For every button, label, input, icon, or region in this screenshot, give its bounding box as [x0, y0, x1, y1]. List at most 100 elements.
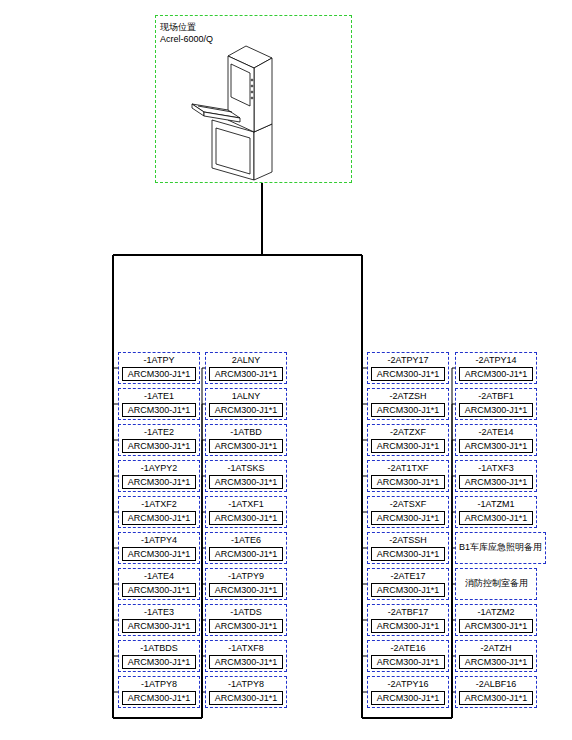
circuit-name: -2ATSXF — [371, 499, 445, 510]
circuit-name: -2ATBF17 — [371, 607, 445, 618]
bus-connector — [262, 183, 455, 718]
meter-box: -2AT1TXFARCM300-J1*1 — [367, 460, 449, 492]
circuit-name: -1ATE2 — [122, 427, 196, 438]
meter-box: -1ATBDSARCM300-J1*1 — [118, 640, 200, 672]
circuit-name: -2ATE16 — [371, 643, 445, 654]
circuit-name: 消防控制室备用 — [459, 578, 533, 589]
bus-connector — [262, 183, 455, 718]
meter-box: -1ATE1ARCM300-J1*1 — [118, 388, 200, 420]
circuit-name: -2ATPY14 — [459, 355, 533, 366]
circuit-name: -2ATPY17 — [371, 355, 445, 366]
meter-box: 2ALNYARCM300-J1*1 — [205, 352, 287, 384]
circuit-name: -1ATZM2 — [459, 607, 533, 618]
meter-box: -1ATBDARCM300-J1*1 — [205, 424, 287, 456]
meter-model: ARCM300-J1*1 — [371, 367, 445, 381]
circuit-name: -1ATXF3 — [459, 463, 533, 474]
meter-model: ARCM300-J1*1 — [459, 691, 533, 705]
meter-box: -1AYPY2ARCM300-J1*1 — [118, 460, 200, 492]
meter-box: -1ATXF1ARCM300-J1*1 — [205, 496, 287, 528]
cabinet-screen — [231, 64, 250, 106]
circuit-name: -2ATE17 — [371, 571, 445, 582]
meter-model: ARCM300-J1*1 — [122, 439, 196, 453]
meter-box: -1ATE3ARCM300-J1*1 — [118, 604, 200, 636]
meter-model: ARCM300-J1*1 — [371, 511, 445, 525]
meter-box: -2ATSSHARCM300-J1*1 — [367, 532, 449, 564]
circuit-name: -1ATE3 — [122, 607, 196, 618]
circuit-name: -1ATE4 — [122, 571, 196, 582]
meter-model: ARCM300-J1*1 — [122, 619, 196, 633]
meter-model: ARCM300-J1*1 — [371, 547, 445, 561]
keyboard-shelf-front — [204, 112, 240, 122]
meter-model: ARCM300-J1*1 — [459, 367, 533, 381]
meter-box: -1ATXF2ARCM300-J1*1 — [118, 496, 200, 528]
meter-model: ARCM300-J1*1 — [209, 619, 283, 633]
location-region: 现场位置Acrel-6000/Q — [155, 15, 352, 183]
cabinet-top — [228, 46, 272, 68]
circuit-name: -2ALBF16 — [459, 679, 533, 690]
circuit-name: -1ATPY4 — [122, 535, 196, 546]
meter-box: -1ATPYARCM300-J1*1 — [118, 352, 200, 384]
circuit-name: -1ATPY — [122, 355, 196, 366]
meter-model: ARCM300-J1*1 — [371, 655, 445, 669]
cabinet-lower-side — [254, 124, 272, 180]
meter-box: -1ATXF8ARCM300-J1*1 — [205, 640, 287, 672]
meter-box: -2ATSXFARCM300-J1*1 — [367, 496, 449, 528]
meter-box: -2ATE16ARCM300-J1*1 — [367, 640, 449, 672]
meter-model: ARCM300-J1*1 — [209, 583, 283, 597]
meter-box: -1ATE6ARCM300-J1*1 — [205, 532, 287, 564]
circuit-name: -2ATZXF — [371, 427, 445, 438]
meter-model: ARCM300-J1*1 — [459, 655, 533, 669]
cabinet-door — [216, 128, 250, 174]
bus-connector — [262, 183, 455, 718]
keyboard-shelf — [192, 104, 240, 118]
circuit-name: -1ATXF2 — [122, 499, 196, 510]
meter-box: -1ATSKSARCM300-J1*1 — [205, 460, 287, 492]
meter-model: ARCM300-J1*1 — [371, 583, 445, 597]
bus-connector — [262, 183, 455, 718]
meter-box: -2ALBF16ARCM300-J1*1 — [455, 676, 537, 708]
meter-model: ARCM300-J1*1 — [371, 475, 445, 489]
meter-model: ARCM300-J1*1 — [459, 619, 533, 633]
keyboard-shelf-edge — [192, 104, 204, 116]
meter-model: ARCM300-J1*1 — [209, 439, 283, 453]
circuit-name: -2AT1TXF — [371, 463, 445, 474]
bus-connector — [113, 183, 262, 368]
meter-model: ARCM300-J1*1 — [122, 511, 196, 525]
circuit-name: -1ATE6 — [209, 535, 283, 546]
bus-connector — [262, 183, 455, 718]
circuit-name: -1ATXF8 — [209, 643, 283, 654]
circuit-name: -2ATSSH — [371, 535, 445, 546]
circuit-name: -1ATSKS — [209, 463, 283, 474]
meter-box: -1ATPY8ARCM300-J1*1 — [118, 676, 200, 708]
circuit-name: -1ATDS — [209, 607, 283, 618]
meter-model: ARCM300-J1*1 — [459, 439, 533, 453]
meter-model: ARCM300-J1*1 — [122, 367, 196, 381]
meter-model: ARCM300-J1*1 — [459, 511, 533, 525]
meter-box: -2ATBF17ARCM300-J1*1 — [367, 604, 449, 636]
circuit-name: -2ATZH — [459, 643, 533, 654]
meter-model: ARCM300-J1*1 — [371, 619, 445, 633]
meter-model: ARCM300-J1*1 — [122, 583, 196, 597]
meter-model: ARCM300-J1*1 — [122, 655, 196, 669]
meter-model: ARCM300-J1*1 — [209, 691, 283, 705]
circuit-name: -2ATZSH — [371, 391, 445, 402]
meter-box: B1车库应急照明备用 — [455, 532, 546, 564]
circuit-name: -1AYPY2 — [122, 463, 196, 474]
meter-box: -2ATPY16ARCM300-J1*1 — [367, 676, 449, 708]
circuit-name: 1ALNY — [209, 391, 283, 402]
meter-model: ARCM300-J1*1 — [209, 511, 283, 525]
meter-box: -2ATZSHARCM300-J1*1 — [367, 388, 449, 420]
meter-model: ARCM300-J1*1 — [459, 403, 533, 417]
meter-model: ARCM300-J1*1 — [371, 439, 445, 453]
meter-model: ARCM300-J1*1 — [122, 475, 196, 489]
circuit-name: -1ATPY9 — [209, 571, 283, 582]
circuit-name: -2ATPY16 — [371, 679, 445, 690]
meter-model: ARCM300-J1*1 — [209, 475, 283, 489]
bus-connector — [262, 183, 455, 718]
cabinet-button — [251, 85, 253, 87]
bus-connector — [262, 183, 455, 718]
circuit-name: -2ATBF1 — [459, 391, 533, 402]
meter-box: -1ATE4ARCM300-J1*1 — [118, 568, 200, 600]
meter-box: -1ATPY4ARCM300-J1*1 — [118, 532, 200, 564]
cabinet-upper-side — [254, 58, 272, 132]
